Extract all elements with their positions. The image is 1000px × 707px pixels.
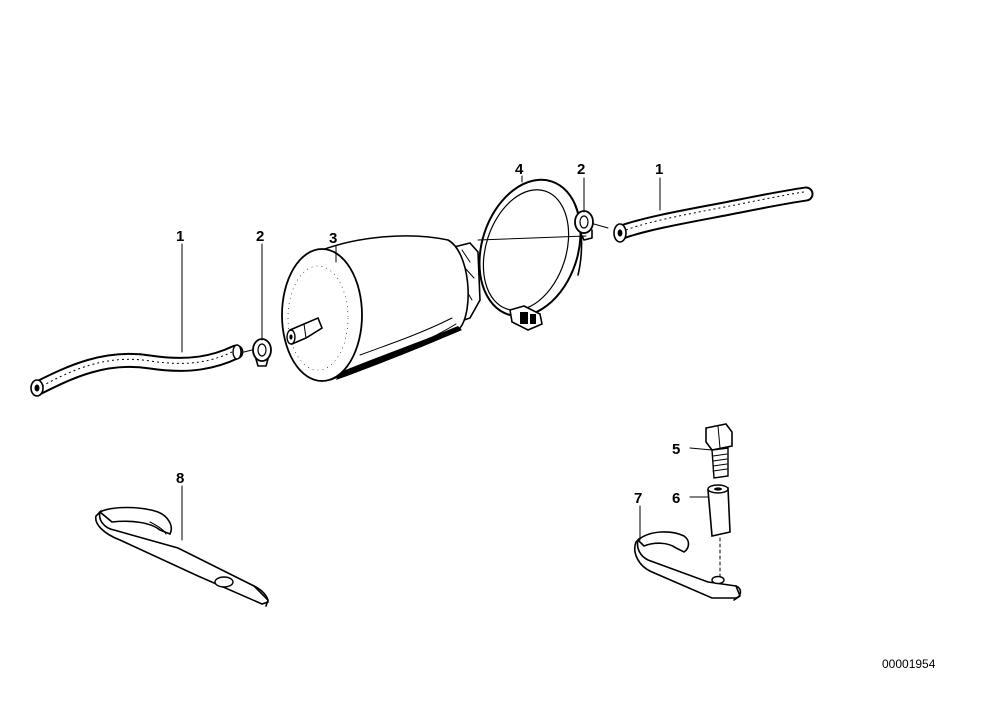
callout-clip-right: 2 [577,161,585,178]
fuel-hose-right [613,186,814,243]
mounting-strap-large [95,506,269,607]
callout-strap-large: 8 [176,470,184,487]
leader-lines [181,175,713,541]
fuel-filter [281,235,481,382]
callout-filter: 3 [329,230,337,247]
spacer-sleeve [707,484,731,577]
callout-bolt: 5 [672,441,680,458]
reference-number: 00001954 [882,657,936,671]
mounting-strap-small [634,531,742,601]
fuel-hose-left [30,344,244,397]
hex-bolt [705,423,733,479]
callout-strap-small: 7 [634,490,642,507]
filter-bracket-clamp [477,178,587,331]
callout-hose-right: 1 [655,161,663,178]
callout-clip-left: 2 [256,228,264,245]
callout-bracket-clamp: 4 [515,161,524,178]
callout-hose-left: 1 [176,228,184,245]
hose-clip-left [243,338,272,367]
callout-spacer: 6 [672,490,680,507]
